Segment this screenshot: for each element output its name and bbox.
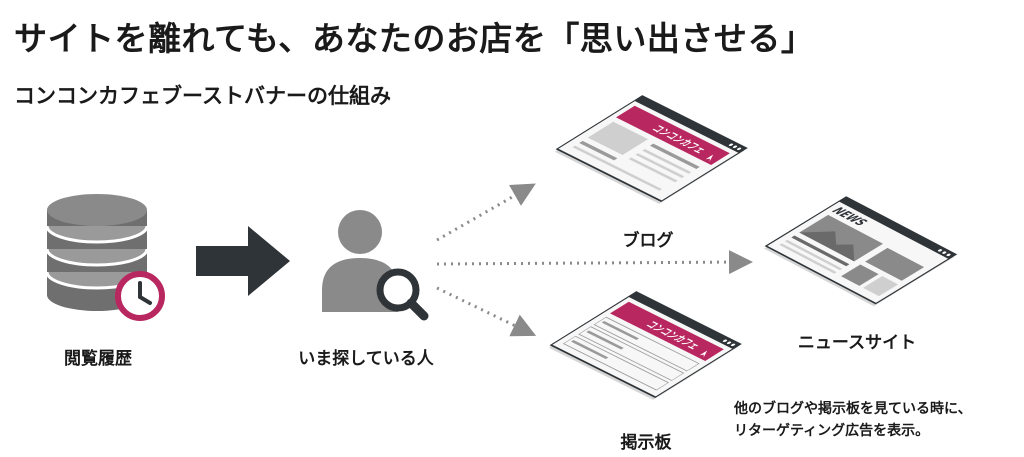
clock-icon	[115, 271, 165, 321]
label-person: いま探している人	[298, 349, 434, 369]
label-history: 閲覧履歴	[64, 349, 132, 369]
blog-window-icon: コンコンカフェ	[554, 95, 748, 204]
label-news: ニュースサイト	[797, 333, 917, 353]
note-line-1: 他のブログや掲示板を見ている時に、	[734, 401, 972, 417]
arrow-to-board	[436, 286, 537, 337]
big-arrow-icon	[196, 226, 290, 296]
board-window-icon: コンコンカフェ	[548, 291, 742, 400]
database-icon	[45, 194, 149, 311]
arrow-to-news	[436, 250, 753, 275]
page-subtitle: コンコンカフェブーストバナーの仕組み	[14, 84, 391, 108]
note: 他のブログや掲示板を見ている時に、 リターゲティング広告を表示。	[734, 398, 972, 442]
news-window-icon: NEWS	[764, 196, 958, 307]
page-title: サイトを離れても、あなたのお店を「思い出させる」	[14, 19, 815, 58]
note-line-2: リターゲティング広告を表示。	[734, 423, 930, 439]
arrow-to-blog	[436, 183, 536, 242]
label-blog: ブログ	[622, 231, 674, 251]
person-search-icon	[322, 210, 429, 321]
label-board: 掲示板	[620, 433, 672, 453]
